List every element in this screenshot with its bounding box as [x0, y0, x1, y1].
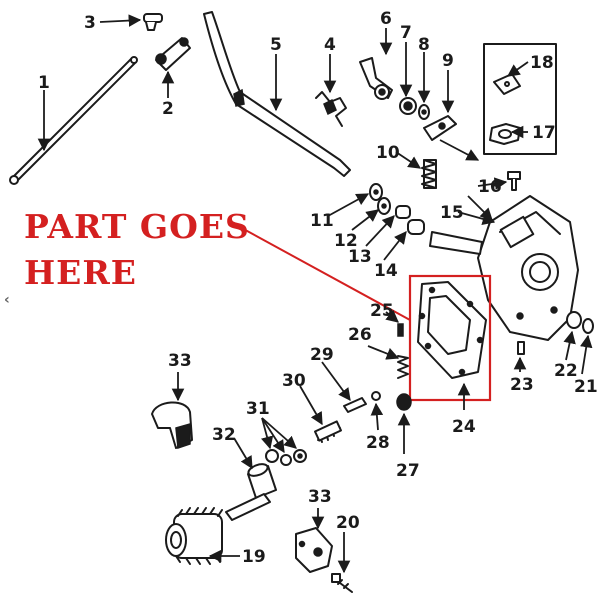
- part-9-gasket: [423, 115, 457, 141]
- label-part-9: 9: [442, 51, 454, 71]
- part-15-housing: [429, 195, 579, 341]
- label-part-26: 26: [348, 325, 372, 345]
- label-part-23: 23: [510, 375, 534, 395]
- label-part-11: 11: [310, 211, 334, 231]
- part-number-labels: 1 2 3 4 5 6 7 8 9 10 11 12 13 14 15 16 1…: [38, 9, 598, 567]
- part-27-plug: [396, 393, 412, 411]
- label-part-12: 12: [334, 231, 358, 251]
- part-33-bracket-upper: [151, 401, 193, 450]
- part-33-bracket-lower: [295, 527, 333, 573]
- label-part-16: 16: [478, 177, 502, 197]
- inset-box-17-18: [483, 43, 557, 155]
- part-19-gear: [165, 493, 271, 565]
- label-part-22: 22: [554, 361, 578, 381]
- part-22-nut: [566, 311, 582, 329]
- callout-pointer-line: [237, 225, 411, 321]
- part-23-pin: [517, 341, 525, 355]
- part-25-pin: [397, 323, 404, 337]
- part-11-seal: [369, 183, 383, 201]
- part-4-clip: [315, 91, 347, 127]
- label-part-8: 8: [418, 35, 430, 55]
- label-part-13: 13: [348, 247, 372, 267]
- label-part-32: 32: [212, 425, 236, 445]
- leader-lines: [37, 14, 593, 574]
- label-part-14: 14: [374, 261, 398, 281]
- label-part-1: 1: [38, 73, 50, 93]
- part-10-spring: [421, 159, 437, 189]
- label-part-20: 20: [336, 513, 360, 533]
- part-32-bushing: [247, 463, 277, 499]
- part-16-bolt: [507, 171, 521, 191]
- label-part-27: 27: [396, 461, 420, 481]
- part-30-screw: [314, 420, 342, 443]
- label-part-7: 7: [400, 23, 412, 43]
- label-part-5: 5: [270, 35, 282, 55]
- label-part-33-lower: 33: [308, 487, 332, 507]
- label-part-15: 15: [440, 203, 464, 223]
- label-part-28: 28: [366, 433, 390, 453]
- label-part-10: 10: [376, 143, 400, 163]
- label-part-3: 3: [84, 13, 96, 33]
- label-part-29: 29: [310, 345, 334, 365]
- label-part-4: 4: [324, 35, 336, 55]
- callout-line-2: HERE: [24, 253, 137, 292]
- part-29-pin: [343, 397, 367, 413]
- highlight-box: [408, 274, 492, 402]
- part-6-arm: [359, 57, 393, 100]
- label-part-21: 21: [574, 377, 598, 397]
- label-part-2: 2: [162, 99, 174, 119]
- part-3-pin: [143, 13, 163, 31]
- part-31-washers: [265, 449, 307, 466]
- label-part-6: 6: [380, 9, 392, 29]
- label-part-24: 24: [452, 417, 476, 437]
- part-14-bushing: [407, 219, 425, 235]
- label-part-17: 17: [532, 123, 556, 143]
- part-8-washer: [418, 104, 430, 120]
- part-24-gasket: [417, 281, 487, 379]
- label-part-30: 30: [282, 371, 306, 391]
- scroll-left-marker[interactable]: ‹: [4, 292, 10, 308]
- part-1-rod: [9, 56, 138, 185]
- part-13-bushing: [395, 205, 411, 219]
- label-part-25: 25: [370, 301, 394, 321]
- part-21-nut: [582, 318, 594, 334]
- part-5-lever: [203, 11, 351, 177]
- label-part-31: 31: [246, 399, 270, 419]
- part-26-spring: [397, 355, 409, 379]
- part-2-clevis: [155, 37, 191, 71]
- part-28-ball: [371, 391, 381, 401]
- label-part-19: 19: [242, 547, 266, 567]
- callout-line-1: PART GOES: [24, 207, 250, 246]
- label-part-33-upper: 33: [168, 351, 192, 371]
- part-7-bearing: [399, 97, 417, 115]
- label-part-18: 18: [530, 53, 554, 73]
- part-12-washer: [377, 197, 391, 215]
- part-20-screw: [331, 573, 353, 593]
